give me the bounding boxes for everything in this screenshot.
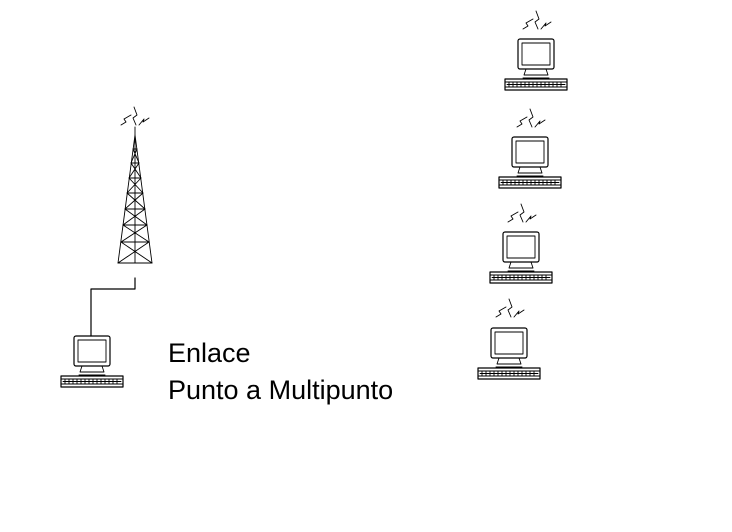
connection-cable	[90, 277, 136, 337]
remote-station-2	[498, 108, 562, 189]
tower-signal-icon	[120, 106, 150, 126]
base-tower	[117, 106, 153, 264]
computer-icon-3	[489, 231, 553, 284]
computer-icon-4	[477, 327, 541, 380]
signal-icon-3	[507, 203, 537, 223]
title-line-2: Punto a Multipunto	[168, 375, 393, 405]
remote-station-3	[489, 203, 553, 284]
signal-icon-4	[495, 298, 525, 318]
computer-icon-2	[498, 136, 562, 189]
remote-station-4	[477, 298, 541, 380]
radio-tower-icon	[117, 126, 153, 264]
signal-icon-2	[516, 108, 546, 128]
base-computer-icon	[60, 335, 124, 388]
remote-station-1	[504, 10, 568, 91]
signal-icon-1	[522, 10, 552, 30]
title-line-1: Enlace	[168, 338, 251, 368]
computer-icon-1	[504, 38, 568, 91]
